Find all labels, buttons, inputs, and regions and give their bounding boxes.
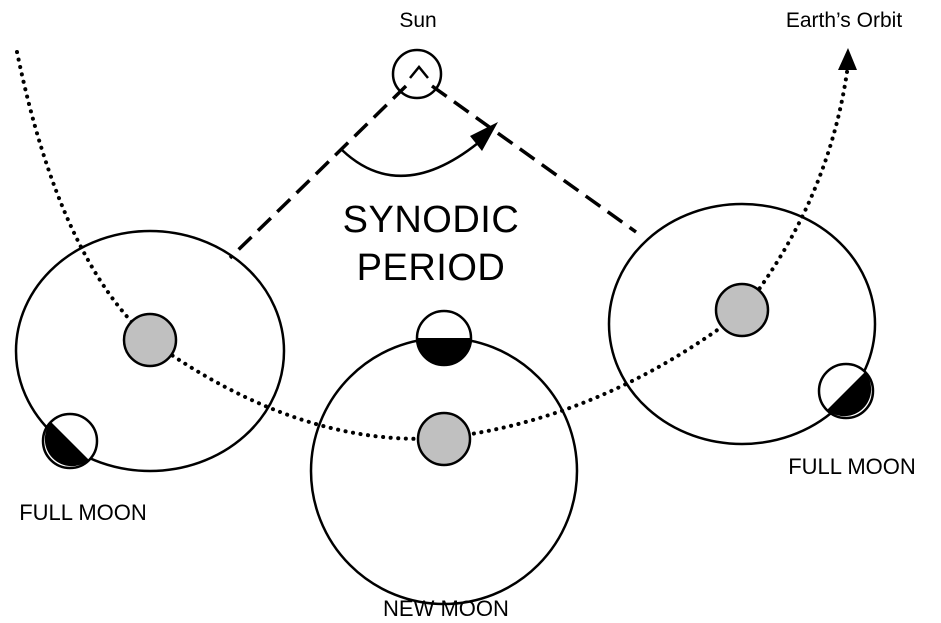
sun-to-right-earth-line <box>430 84 638 234</box>
angle-sweep-arrow-head <box>470 122 498 151</box>
full-moon-right-label: FULL MOON <box>788 454 916 479</box>
middle-earth <box>416 411 472 467</box>
right-moon-orbit <box>607 202 877 446</box>
angle-sweep-arrow <box>341 142 479 178</box>
sun-to-left-earth-line <box>228 84 408 260</box>
left-moon-orbit <box>14 229 286 473</box>
middle-moon-orbit <box>309 336 579 606</box>
sun-label: Sun <box>399 9 436 32</box>
new-moon-label: NEW MOON <box>383 596 509 621</box>
new-moon <box>415 309 473 367</box>
angle-marker <box>409 65 429 79</box>
title-line-2: PERIOD <box>357 247 506 289</box>
earths-orbit-label: Earth’s Orbit <box>786 9 902 32</box>
earths-orbit-path <box>15 50 850 441</box>
orbit-arrow-head <box>838 48 857 70</box>
right-earth <box>714 282 770 338</box>
right-full-moon <box>817 362 875 420</box>
left-earth <box>122 312 178 368</box>
title-line-1: SYNODIC <box>343 199 520 241</box>
left-full-moon <box>41 412 99 470</box>
full-moon-left-label: FULL MOON <box>19 500 147 525</box>
